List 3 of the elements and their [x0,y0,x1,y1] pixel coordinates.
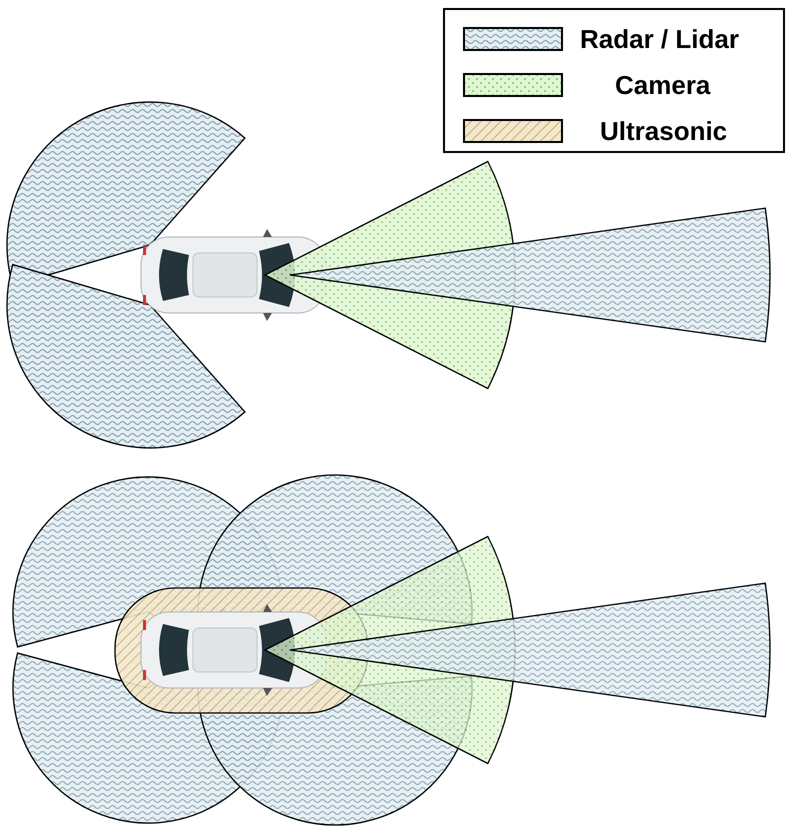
legend-label: Radar / Lidar [580,24,739,54]
legend-label: Camera [615,70,710,100]
legend-label: Ultrasonic [600,116,728,146]
